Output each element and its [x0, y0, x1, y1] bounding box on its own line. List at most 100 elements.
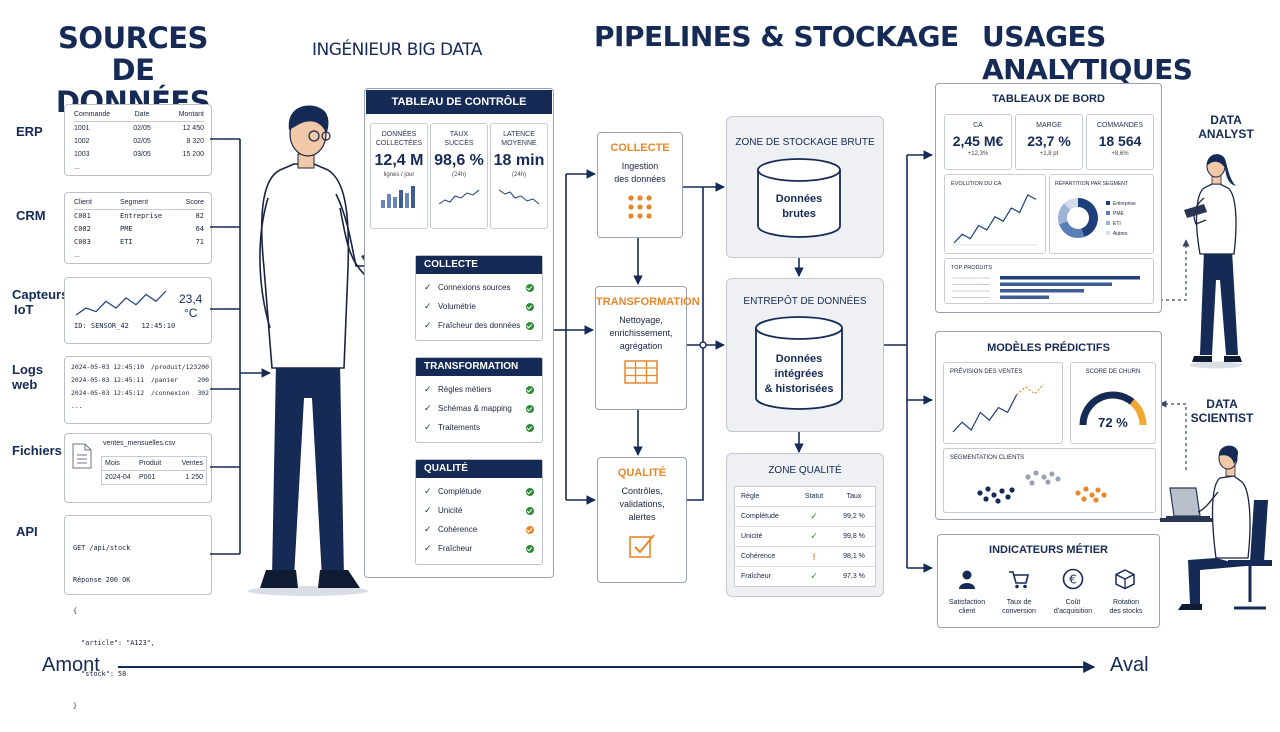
donut-slice [1058, 221, 1085, 238]
api-response: GET /api/stock Réponse 200 OK { "article… [73, 544, 155, 710]
dash-kpi-ca: CA 2,45 M€ +12,3% [944, 114, 1012, 170]
control-section-transformation: TRANSFORMATION ✓Règles métiers ✓Schémas … [415, 357, 543, 443]
dash-kpi-marge: Marge 23,7 % +1,8 pt [1015, 114, 1083, 170]
segment-chart-card: RÉPARTITION PAR SEGMENT Entreprise PME E… [1049, 174, 1154, 254]
usages-title: USAGES ANALYTIQUES [982, 20, 1193, 86]
table-header: Client Segment Score [74, 196, 204, 210]
segment-legend: Entreprise PME ETI Autres [1106, 199, 1136, 239]
check-item: ✓Traitements [416, 418, 542, 437]
iot-sparkline [75, 290, 167, 316]
box-icon [1115, 569, 1135, 590]
table-row: Complétude✓99,2 % [735, 507, 875, 527]
kpi-latency: Latence moyenne 18 min (24h) [490, 123, 548, 229]
table-header: Commande Date Montant [74, 108, 204, 122]
ca-line-chart [952, 194, 1038, 246]
status-ok-icon [526, 506, 534, 515]
segment-donut [1058, 198, 1098, 238]
legend-item: ETI [1106, 219, 1136, 229]
flow-end-label: Aval [1110, 654, 1149, 676]
ca-chart-card: ÉVOLUTION DU CA [944, 174, 1046, 254]
cart-icon [1009, 571, 1030, 589]
source-label-files: Fichiers [12, 443, 62, 458]
iot-value: 23,4 °C [179, 292, 203, 320]
churn-gauge [1079, 391, 1147, 426]
engineer-figure-illustration [248, 105, 396, 596]
table-row: Unicité✓99,8 % [735, 527, 875, 547]
stage-transformation: TRANSFORMATION Nettoyage,enrichissement,… [595, 286, 700, 410]
status-ok-icon [526, 544, 534, 553]
data-analyst-figure-illustration [1184, 154, 1242, 369]
forecast-card: PRÉVISION DES VENTES [943, 362, 1063, 444]
kpi-bars [381, 186, 415, 208]
source-label-api: API [16, 524, 38, 539]
dash-kpi-commandes: Commandes 18 564 +8,6% [1086, 114, 1154, 170]
top-product-bar [1000, 295, 1049, 299]
iot-meta: ID: SENSOR_42 12:45:10 [74, 322, 176, 330]
churn-card: SCORE DE CHURN 72 % [1070, 362, 1156, 444]
kpi-collected: Données collectées 12,4 M lignes / jour [370, 123, 428, 229]
legend-item: Autres [1106, 229, 1136, 239]
check-item: ✓Connexions sources [416, 278, 542, 297]
status-ok-icon [526, 302, 534, 311]
check-item: ✓Complétude [416, 482, 542, 501]
check-item: ✓Schémas & mapping [416, 399, 542, 418]
checkbox-icon [629, 534, 655, 558]
raw-database-icon [757, 158, 841, 238]
data-scientist-figure-illustration [1160, 445, 1272, 610]
check-item: ✓Règles métiers [416, 380, 542, 399]
donut-slice [1064, 198, 1078, 210]
check-item: ✓Fraîcheur [416, 539, 542, 558]
segmentation-clusters [977, 470, 1107, 504]
legend-item: Entreprise [1106, 199, 1136, 209]
kpi-line-latency [498, 189, 540, 205]
top-products-bars [952, 276, 1140, 299]
file-name: ventes_mensuelles.csv [103, 440, 176, 447]
churn-value: 72 % [1098, 415, 1128, 430]
euro-icon: € [1062, 568, 1084, 590]
check-item: ✓Volumétrie [416, 297, 542, 316]
warehouse-database-icon [755, 316, 843, 410]
status-warning-icon [526, 525, 534, 534]
check-item: ✓Cohérence [416, 520, 542, 539]
top-products-card: TOP PRODUITS [944, 258, 1154, 304]
table-row: Fraîcheur✓97,3 % [741, 571, 865, 581]
kpi-success: Taux succès 98,6 % (24h) [430, 123, 488, 229]
top-product-bar [1000, 276, 1140, 280]
control-panel: TABLEAU DE CONTRÔLE Données collectées 1… [364, 88, 554, 578]
iot-card: 23,4 °C ID: SENSOR_42 12:45:10 [64, 277, 212, 344]
source-label-erp: ERP [16, 124, 43, 139]
control-panel-title: TABLEAU DE CONTRÔLE [366, 90, 552, 114]
status-ok-icon [526, 385, 534, 394]
control-section-collecte: COLLECTE ✓Connexions sources ✓Volumétrie… [415, 255, 543, 341]
dot-grid-icon [628, 195, 652, 219]
donut-slice [1078, 198, 1098, 238]
